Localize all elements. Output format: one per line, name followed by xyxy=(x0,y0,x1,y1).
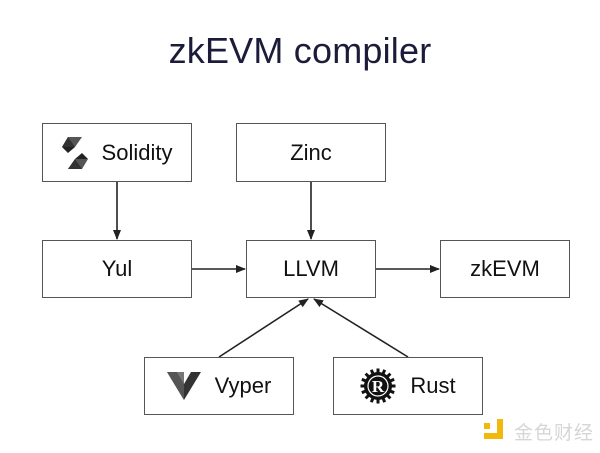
node-solidity: Solidity xyxy=(42,123,192,182)
node-label: zkEVM xyxy=(470,256,540,281)
edge-rust-llvm xyxy=(313,298,409,358)
node-label: Solidity xyxy=(101,139,173,165)
rust-logo-icon: R xyxy=(360,368,396,404)
node-yul: Yul xyxy=(42,240,192,298)
solidity-logo-icon xyxy=(61,136,88,169)
node-rust: R Rust xyxy=(333,357,483,415)
watermark: 金色财经 xyxy=(484,418,594,445)
node-zinc: Zinc xyxy=(236,123,386,182)
node-vyper: Vyper xyxy=(144,357,294,415)
node-zkevm: zkEVM xyxy=(440,240,570,298)
node-label: Yul xyxy=(101,256,133,281)
watermark-text: 金色财经 xyxy=(514,423,595,444)
svg-text:R: R xyxy=(372,377,385,396)
node-label: Vyper xyxy=(214,373,272,398)
diagram-title: zkEVM compiler xyxy=(168,30,432,71)
node-label: LLVM xyxy=(283,256,339,281)
node-label: Zinc xyxy=(290,139,332,165)
watermark-logo-icon xyxy=(484,419,506,444)
vyper-logo-icon xyxy=(166,372,201,400)
edge-vyper-llvm xyxy=(218,298,309,358)
node-llvm: LLVM xyxy=(246,240,376,298)
node-label: Rust xyxy=(410,373,456,398)
